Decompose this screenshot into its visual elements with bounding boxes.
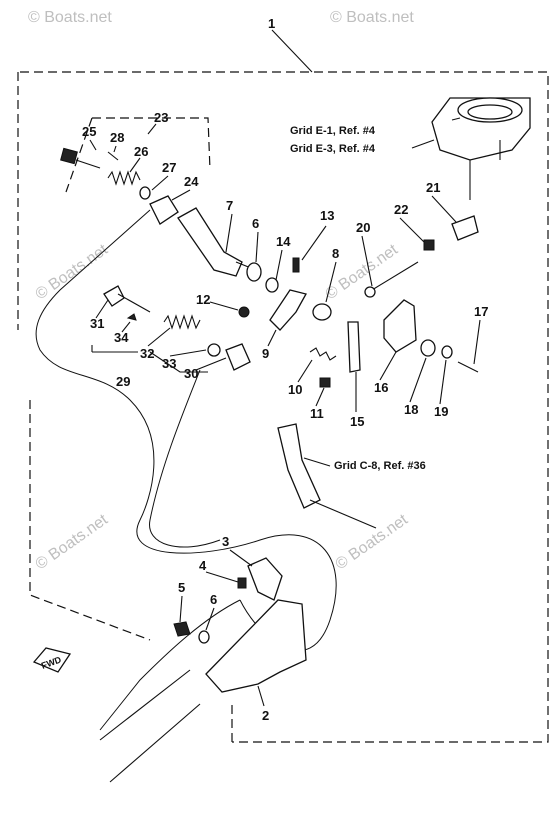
part-8-collar [312,303,332,321]
part-14-washer [265,277,279,293]
part-25-bolt [60,147,101,169]
watermark-top-right: © Boats.net [330,9,414,26]
control-cable-2 [149,369,221,548]
callout-1: 1 [268,16,275,31]
callout-34: 34 [114,330,129,345]
callout-13: 13 [320,208,334,223]
part-24-joint [149,195,179,225]
callout-4: 4 [199,558,207,573]
leader-grid-e [411,139,435,149]
callout-9: 9 [262,346,269,361]
callout-2: 2 [262,708,269,723]
part-3-clip [247,557,283,601]
part-5-bolt [173,621,191,637]
callout-30: 30 [184,366,198,381]
part-34-pin [126,313,137,321]
shift-cable-end [99,599,241,731]
callout-28: 28 [110,130,124,145]
part-27-washer [139,186,151,200]
callout-25: 25 [82,124,96,139]
part-22-nut [423,239,435,251]
leader-grid-c8 [303,457,331,467]
engine-bracket-top [431,97,531,200]
callout-18: 18 [404,402,418,417]
ref-grid-e3: Grid E-3, Ref. #4 [290,143,376,155]
callout-16: 16 [374,380,388,395]
callout-6-upper: 6 [252,216,259,231]
callout-23: 23 [154,110,168,125]
part-4-pin [237,577,247,589]
callout-29: 29 [116,374,130,389]
part-28-pin [107,151,119,161]
callout-17: 17 [474,304,488,319]
callout-10: 10 [288,382,302,397]
part-10-spring [309,347,337,361]
part-12-nut [238,306,250,318]
callout-7: 7 [226,198,233,213]
callout-20: 20 [356,220,370,235]
callout-31: 31 [90,316,104,331]
watermark-top-left: © Boats.net [28,9,112,26]
callout-26: 26 [134,144,148,159]
leader-lines [89,123,481,707]
watermark-left: © Boats.net [33,241,112,303]
part-6-bushing [246,262,262,282]
ref-grid-c8-part [277,423,321,509]
callout-15: 15 [350,414,364,429]
part-17-bolt [457,361,479,373]
callout-8: 8 [332,246,339,261]
part-19-washer [441,345,453,359]
callout-24: 24 [184,174,199,189]
watermark-mid-left: © Boats.net [33,511,112,573]
cable-end-upper [99,669,191,741]
callout-6-lower: 6 [210,592,217,607]
callout-19: 19 [434,404,448,419]
ref-grid-e1: Grid E-1, Ref. #4 [290,125,376,137]
part-32-spring [163,314,201,330]
watermark-mid-right: © Boats.net [333,511,412,573]
callout-5: 5 [178,580,185,595]
fwd-arrow-icon: FWD [32,647,72,673]
control-cable [35,209,337,652]
callout-33: 33 [162,356,176,371]
part-16-plate [383,299,417,353]
part-13-pin [292,257,300,273]
part-33-washer [207,343,221,357]
part-6-lower-washer [198,630,210,644]
callout-14: 14 [276,234,291,249]
part-26-spring [107,170,141,186]
part-9-arm [269,289,307,331]
part-2-bracket [205,599,307,693]
part-15-rod [347,321,361,373]
part-20-screw [371,261,419,291]
cable-end-lower [109,703,201,783]
part-11-nut [319,377,331,388]
part-30-joint [225,343,251,371]
assembly-boundary [17,71,549,743]
leader-1 [271,29,313,73]
callout-27: 27 [162,160,176,175]
part-21-fitting [451,215,479,241]
callout-12: 12 [196,292,210,307]
part-7-lever [177,207,243,277]
callout-21: 21 [426,180,440,195]
callout-3: 3 [222,534,229,549]
ref-grid-c8: Grid C-8, Ref. #36 [334,460,426,472]
callout-22: 22 [394,202,408,217]
callout-11: 11 [310,406,324,421]
group-bracket-23 [65,117,211,193]
part-18-bushing [420,339,436,357]
callout-32: 32 [140,346,154,361]
